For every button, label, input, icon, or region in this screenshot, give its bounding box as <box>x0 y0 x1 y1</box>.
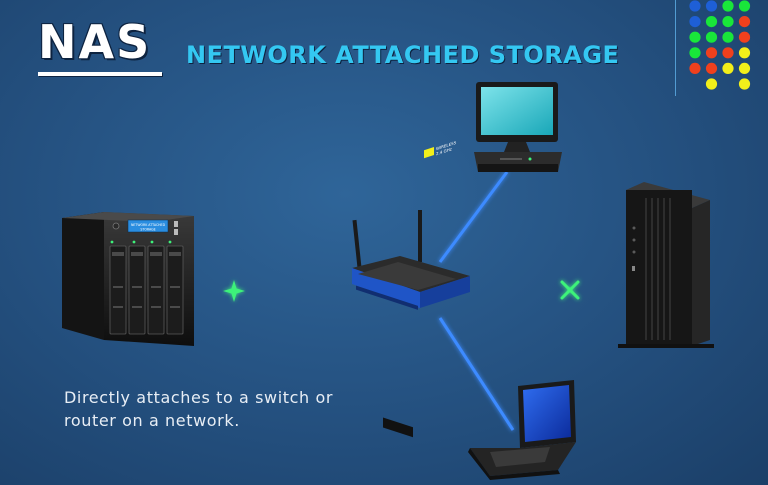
router-label-line1: WIRELESS <box>436 140 457 152</box>
decorative-dot <box>705 31 718 43</box>
decorative-dot <box>689 31 701 43</box>
decorative-dot <box>705 16 718 28</box>
page-subtitle: NETWORK ATTACHED STORAGE <box>186 41 620 69</box>
title-underline <box>38 72 162 76</box>
decorative-dot <box>722 47 734 59</box>
decorative-dot <box>689 47 701 59</box>
link-router-desktop <box>438 171 509 263</box>
decorative-dot <box>689 16 701 28</box>
nas-storage-icon: NETWORK ATTACHED STORAGE <box>62 212 194 346</box>
caption-line-2: router on a network. <box>64 411 240 430</box>
decorative-dot <box>705 78 718 90</box>
decorative-dot-grid <box>689 0 751 90</box>
decorative-dot <box>738 78 751 90</box>
decorative-dot <box>738 31 751 43</box>
decorative-dot <box>689 62 701 74</box>
tower-server-icon <box>618 182 714 348</box>
decorative-dot <box>738 16 751 28</box>
wireless-router-icon: WIRELESS 2.4 GHz <box>352 140 470 438</box>
page-title: NAS <box>38 15 152 69</box>
decorative-dot <box>722 62 734 74</box>
caption-line-1: Directly attaches to a switch or <box>64 388 334 407</box>
corner-divider <box>675 0 676 96</box>
decorative-dot <box>689 0 701 12</box>
decorative-dot <box>738 0 751 12</box>
spark-icon <box>560 280 580 300</box>
decorative-dot <box>722 0 734 12</box>
decorative-dot <box>705 47 718 59</box>
link-router-laptop <box>438 317 515 431</box>
decorative-dot <box>705 62 718 74</box>
decorative-dot <box>738 62 751 74</box>
spark-icon <box>223 280 245 302</box>
caption: Directly attaches to a switch or router … <box>64 386 384 432</box>
nas-screen-line1: NETWORK ATTACHED <box>131 223 166 227</box>
decorative-dot <box>722 31 734 43</box>
nas-screen-line2: STORAGE <box>140 228 155 232</box>
laptop-icon <box>468 380 576 480</box>
desktop-computer-icon <box>474 82 562 172</box>
decorative-dot <box>738 47 751 59</box>
decorative-dot <box>705 0 718 12</box>
decorative-dot <box>722 16 734 28</box>
router-label-line2: 2.4 GHz <box>436 146 452 156</box>
